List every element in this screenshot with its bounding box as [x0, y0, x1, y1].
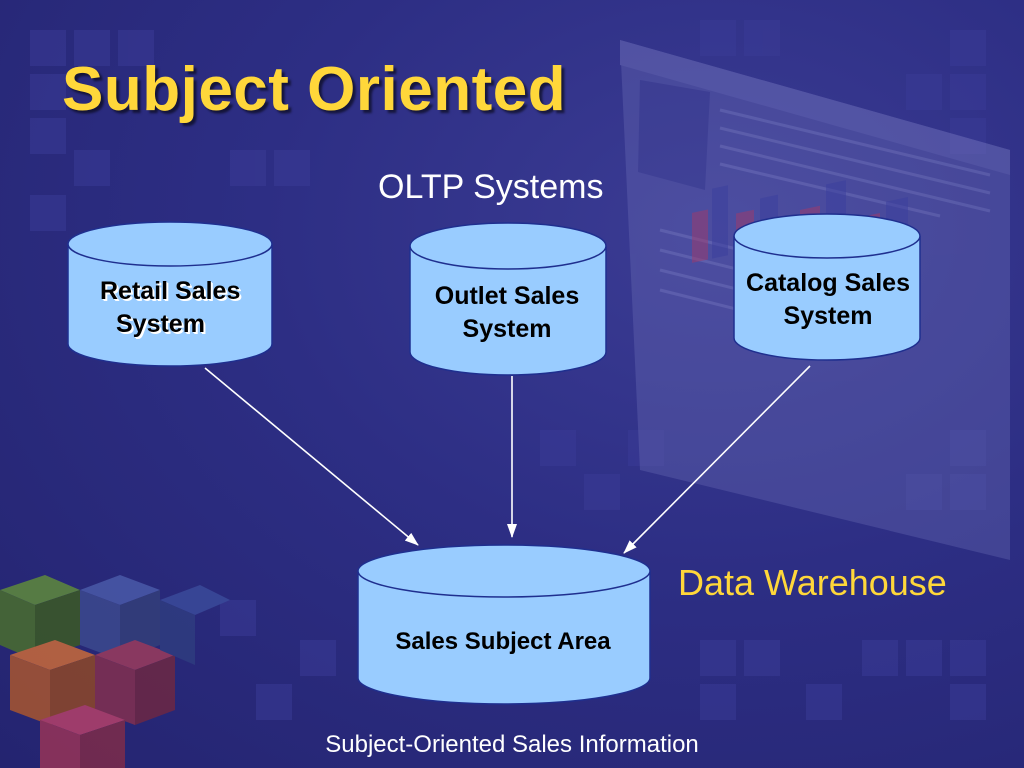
retail-sales-label-line1: Retail Sales — [100, 277, 241, 305]
outlet-sales-label-line2: System — [462, 315, 552, 343]
slide-title: Subject Oriented — [62, 55, 567, 124]
retail-sales-label: Retail Sales System — [100, 275, 270, 341]
outlet-sales-label: Outlet Sales System — [404, 280, 610, 346]
retail-sales-label-line2: System — [116, 310, 205, 338]
slide-footer: Subject-Oriented Sales Information — [325, 731, 699, 758]
catalog-sales-label-line1: Catalog Sales — [746, 269, 910, 297]
sales-subject-area-label: Sales Subject Area — [395, 628, 611, 655]
arrow-catalog-to-subject-area — [623, 365, 811, 554]
cubes-decoration — [0, 575, 230, 768]
outlet-sales-label-line1: Outlet Sales — [434, 282, 580, 310]
catalog-sales-cylinder — [733, 213, 921, 361]
catalog-sales-label: Catalog Sales System — [728, 267, 928, 333]
retail-sales-cylinder — [67, 221, 273, 367]
catalog-sales-label-line2: System — [783, 302, 873, 330]
background-grid — [30, 20, 986, 720]
data-warehouse-label: Data Warehouse — [678, 562, 947, 603]
outlet-sales-cylinder — [409, 222, 607, 376]
arrow-retail-to-subject-area — [204, 367, 419, 546]
oltp-systems-label: OLTP Systems — [378, 168, 604, 206]
sales-subject-area-cylinder — [357, 544, 651, 705]
